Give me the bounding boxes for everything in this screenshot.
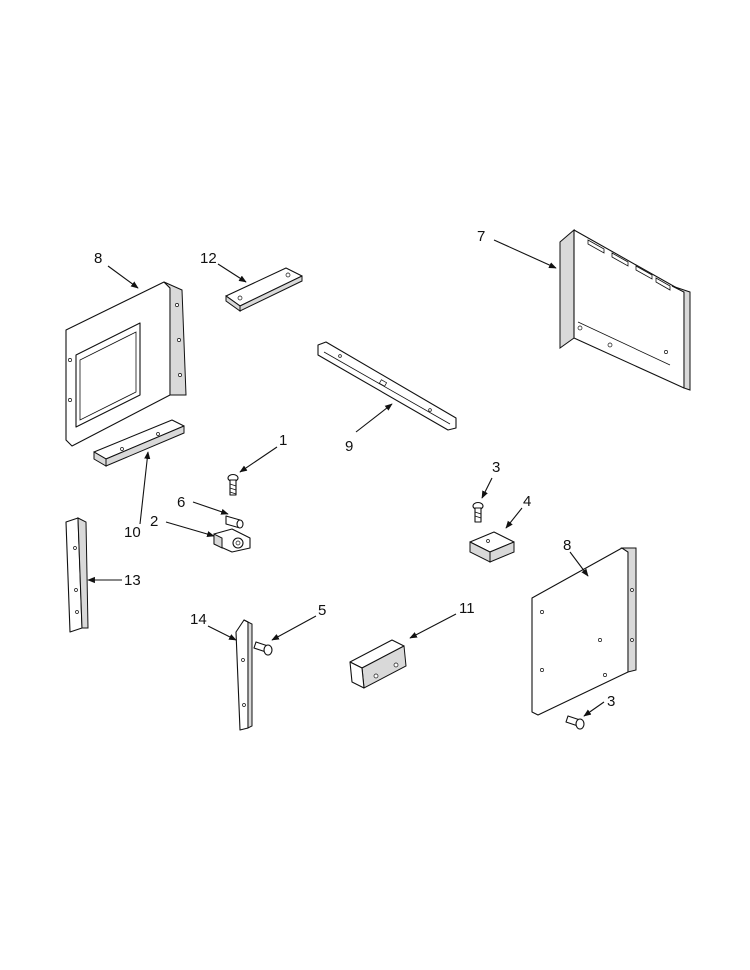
callout-13: 13 <box>124 572 141 589</box>
part-3-screw-upper <box>472 501 484 523</box>
part-6-pin <box>225 515 244 529</box>
part-7-rear-panel <box>559 228 691 391</box>
callout-9: 9 <box>345 438 353 455</box>
callout-11: 11 <box>459 600 475 617</box>
part-2-hinge-bracket <box>213 528 251 553</box>
callout-14: 14 <box>190 611 207 628</box>
part-4-block <box>469 531 515 563</box>
callout-12: 12 <box>200 250 217 267</box>
part-14-bracket <box>235 619 253 731</box>
callout-1: 1 <box>279 432 287 449</box>
callout-labels: 8 12 7 9 1 6 2 10 13 3 4 8 14 5 11 3 <box>94 228 615 710</box>
callout-3-upper: 3 <box>492 459 500 476</box>
part-11-clip <box>349 639 407 689</box>
part-1-screw <box>227 473 239 496</box>
part-12-plate <box>225 267 303 312</box>
callout-2: 2 <box>150 513 158 530</box>
callout-3-lower: 3 <box>607 693 615 710</box>
part-8-right-panel <box>531 547 637 716</box>
callout-8-right: 8 <box>563 537 571 554</box>
callout-4: 4 <box>523 493 531 510</box>
callout-5: 5 <box>318 602 326 619</box>
leader-lines <box>87 239 605 717</box>
part-5-screw <box>253 641 273 656</box>
part-9-rail <box>317 341 457 431</box>
callout-6: 6 <box>177 494 185 511</box>
part-8-left-panel <box>65 281 187 447</box>
callout-8-left: 8 <box>94 250 102 267</box>
callout-10: 10 <box>124 524 141 541</box>
part-13-strip <box>65 517 89 633</box>
part-10-bracket <box>93 419 185 467</box>
part-3-screw-lower <box>565 715 585 730</box>
callout-7: 7 <box>477 228 485 245</box>
